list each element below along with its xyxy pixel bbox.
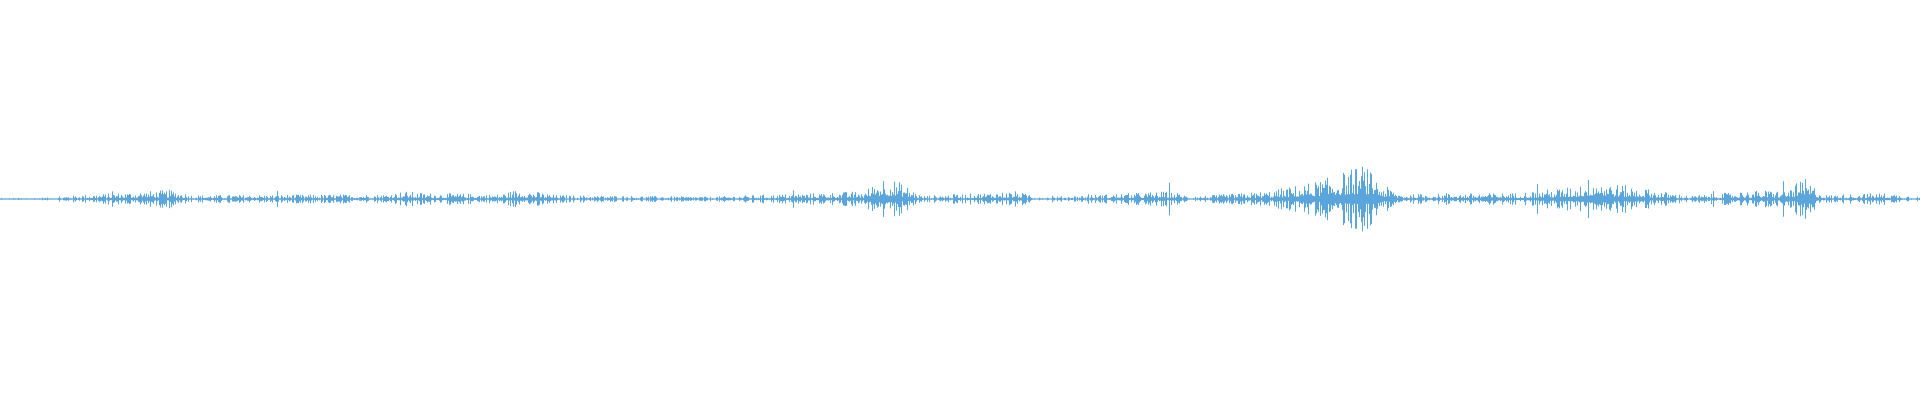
waveform-signal <box>0 166 1920 232</box>
